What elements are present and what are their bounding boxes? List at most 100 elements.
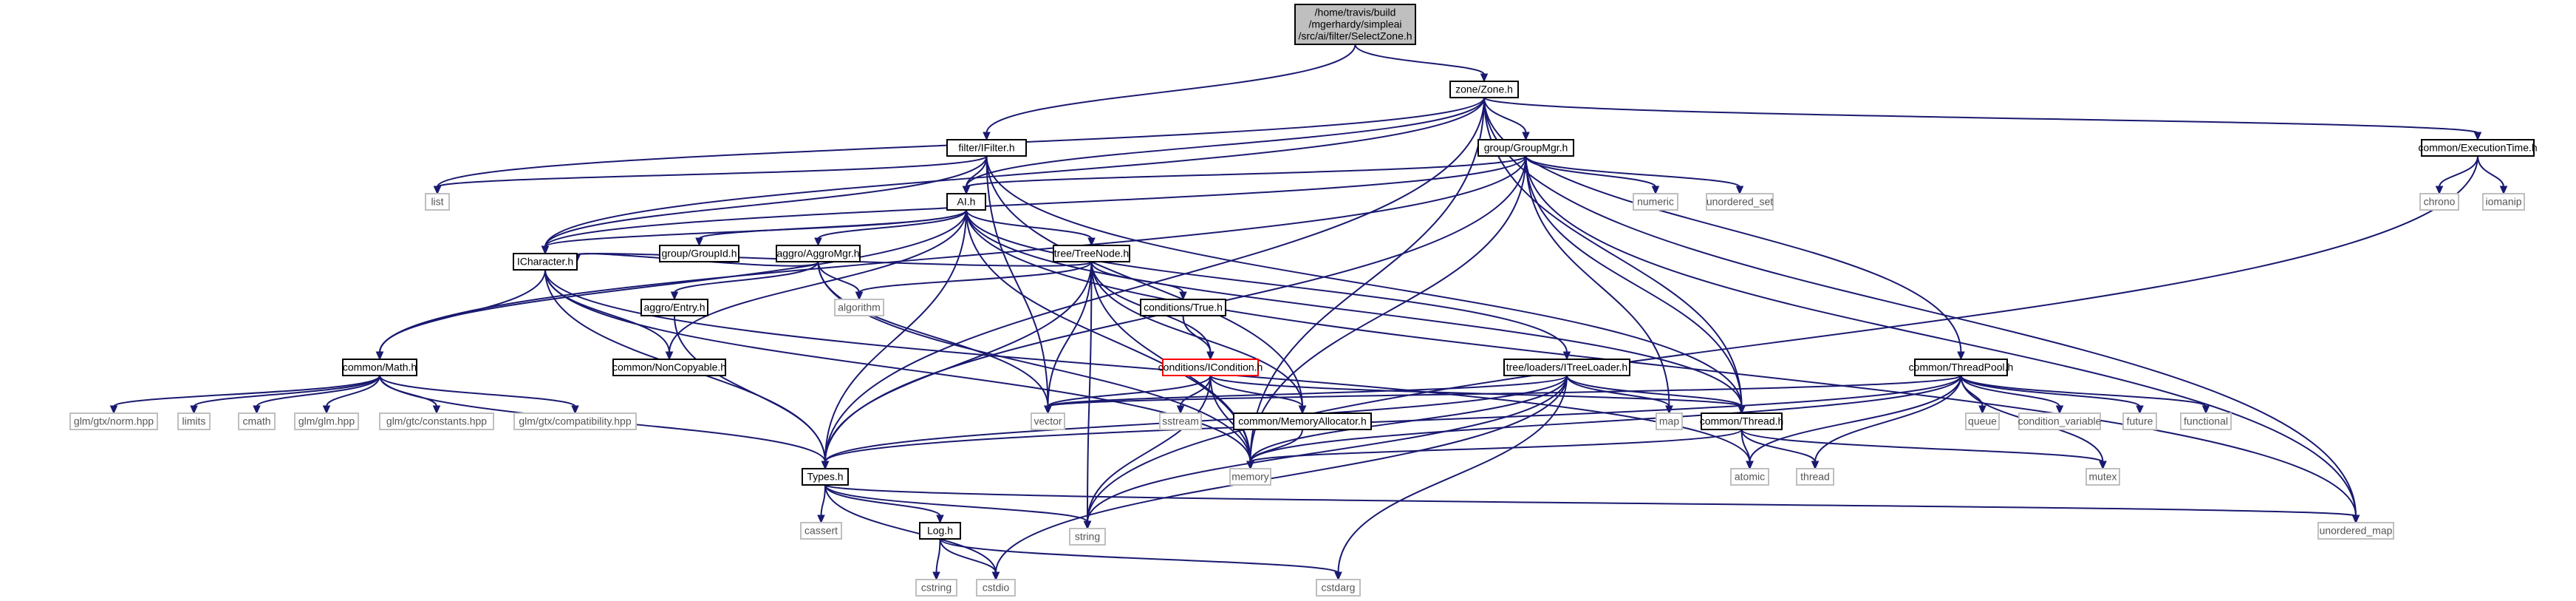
node-string: string: [1069, 528, 1106, 546]
node-groupmgr[interactable]: group/GroupMgr.h: [1477, 139, 1574, 157]
edge-line: [379, 269, 546, 353]
edge-zone-to-ai: [962, 97, 1485, 195]
node-label: ICharacter.h: [517, 255, 573, 267]
edge-line: [1209, 375, 1251, 463]
node-box[interactable]: [1294, 4, 1416, 45]
node-noncopyable[interactable]: common/NonCopyable.h: [612, 359, 726, 376]
node-icondition[interactable]: conditions/ICondition.h: [1158, 359, 1263, 376]
edge-types-to-string: [824, 484, 1092, 530]
edge-ai-to-aggromgr: [814, 209, 967, 247]
node-aggromgr[interactable]: aggro/AggroMgr.h: [776, 245, 861, 262]
node-box: [1316, 579, 1361, 597]
node-box[interactable]: [1477, 139, 1574, 157]
edge-line: [1960, 375, 2207, 407]
node-box: [2085, 468, 2120, 486]
node-exectime[interactable]: common/ExecutionTime.h: [2418, 139, 2538, 157]
node-math[interactable]: common/Math.h: [342, 359, 417, 376]
node-label: zone/Zone.h: [1455, 83, 1513, 95]
node-label: aggro/Entry.h: [643, 301, 705, 313]
node-true[interactable]: conditions/True.h: [1140, 299, 1226, 316]
node-box: [2180, 412, 2232, 430]
edge-line: [674, 261, 819, 293]
arrowhead: [936, 515, 944, 524]
node-entry[interactable]: aggro/Entry.h: [640, 299, 708, 316]
node-zone[interactable]: zone/Zone.h: [1449, 81, 1519, 98]
node-itreeloader[interactable]: tree/loaders/ITreeLoader.h: [1503, 359, 1630, 376]
node-label: iomanip: [2485, 195, 2521, 207]
edge-line: [379, 375, 576, 407]
node-treenode[interactable]: tree/TreeNode.h: [1053, 245, 1130, 262]
node-box[interactable]: [659, 245, 739, 262]
node-queue: queue: [1965, 412, 2000, 430]
node-root[interactable]: /home/travis/build/mgerhardy/simpleai/sr…: [1294, 4, 1416, 45]
edge-line: [1249, 97, 1485, 463]
node-label: common/ExecutionTime.h: [2418, 141, 2537, 153]
node-box[interactable]: [1449, 81, 1519, 98]
node-box[interactable]: [640, 299, 708, 316]
node-box[interactable]: [1701, 412, 1783, 430]
node-label: list: [431, 195, 443, 207]
edge-line: [544, 209, 967, 248]
node-label: unordered_map: [2320, 524, 2393, 536]
node-box[interactable]: [612, 359, 726, 376]
edge-line: [1566, 375, 1670, 407]
node-box[interactable]: [1914, 359, 2008, 376]
arrowhead: [541, 245, 550, 255]
edge-line: [824, 484, 1088, 523]
node-box[interactable]: [513, 253, 578, 271]
node-box[interactable]: [946, 193, 986, 211]
node-box: [1730, 468, 1769, 486]
arrowhead: [190, 405, 198, 415]
node-label: future: [2127, 415, 2153, 427]
node-ai[interactable]: AI.h: [946, 193, 986, 211]
node-box[interactable]: [1233, 412, 1372, 430]
edge-ifilter-to-list: [433, 155, 988, 195]
edge-line: [544, 97, 1485, 248]
edge-icondition-to-vector: [1044, 375, 1212, 415]
node-box[interactable]: [1053, 245, 1130, 262]
node-groupid[interactable]: group/GroupId.h: [659, 245, 739, 262]
node-future: future: [2122, 412, 2157, 430]
node-box: [1229, 468, 1271, 486]
edge-line: [1483, 97, 2478, 134]
node-map: map: [1656, 412, 1683, 430]
arrowhead: [1044, 405, 1052, 415]
edge-line: [544, 155, 988, 248]
node-icharacter[interactable]: ICharacter.h: [513, 253, 578, 271]
edge-line: [1249, 429, 1743, 463]
arrowhead: [2351, 515, 2360, 524]
edge-treenode-to-true: [1090, 261, 1187, 301]
node-threadpool[interactable]: common/ThreadPool.h: [1909, 359, 2014, 376]
node-log[interactable]: Log.h: [919, 522, 961, 540]
node-ifilter[interactable]: filter/IFilter.h: [946, 139, 1027, 157]
edge-line: [2477, 155, 2504, 188]
node-box: [1706, 193, 1774, 211]
node-box[interactable]: [1503, 359, 1630, 376]
edge-exectime-to-chrono: [2435, 155, 2478, 195]
edge-line: [966, 209, 1093, 240]
node-box[interactable]: [919, 522, 961, 540]
arrowhead: [1206, 351, 1214, 361]
node-types[interactable]: Types.h: [802, 468, 849, 486]
node-box[interactable]: [1140, 299, 1226, 316]
node-box[interactable]: [802, 468, 849, 486]
edge-line: [1249, 375, 1962, 463]
node-box[interactable]: [1162, 359, 1259, 376]
edge-math-to-limits: [190, 375, 380, 415]
edge-groupmgr-to-unordered_set: [1525, 155, 1744, 195]
edge-line: [193, 375, 380, 407]
edge-entry-to-types: [674, 315, 830, 470]
node-label: queue: [1968, 415, 1997, 427]
node-box[interactable]: [776, 245, 861, 262]
node-list: list: [425, 193, 450, 211]
edge-itreeloader-to-cstdarg: [1334, 375, 1568, 581]
node-label: /mgerhardy/simpleai: [1308, 18, 1401, 30]
node-box[interactable]: [2421, 139, 2535, 157]
node-thread_h[interactable]: common/Thread.h: [1700, 412, 1784, 430]
arrowhead: [253, 405, 261, 415]
node-memalloc[interactable]: common/MemoryAllocator.h: [1233, 412, 1372, 430]
node-box[interactable]: [946, 139, 1027, 157]
node-box[interactable]: [342, 359, 417, 376]
arrowhead: [2201, 405, 2210, 415]
node-box: [976, 579, 1016, 597]
